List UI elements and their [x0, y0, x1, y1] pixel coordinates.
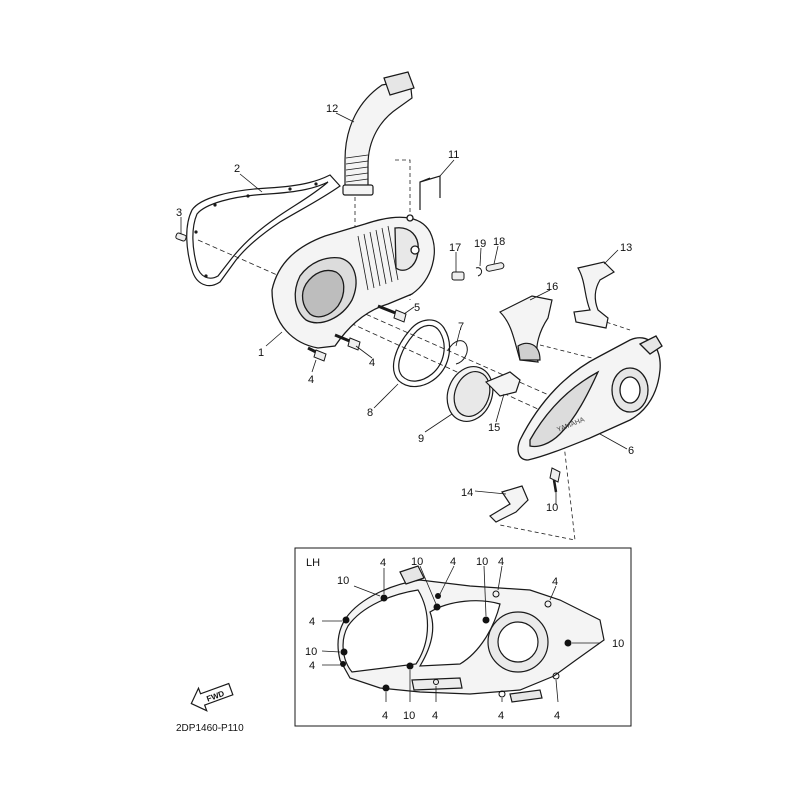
callout-17: 17 — [449, 242, 461, 254]
callout-14: 14 — [461, 487, 473, 499]
callout-6: 6 — [628, 445, 634, 457]
svg-text:10: 10 — [403, 710, 415, 722]
svg-text:4: 4 — [450, 556, 456, 568]
svg-text:10: 10 — [411, 556, 423, 568]
diagram-code: 2DP1460-P110 — [176, 723, 244, 734]
svg-text:4: 4 — [309, 616, 315, 628]
outer-cover-part-6: YAMAHA — [517, 335, 663, 461]
crankcase-cover-part-1 — [271, 214, 435, 349]
svg-text:4: 4 — [382, 710, 388, 722]
callout-4: 4 — [308, 374, 314, 386]
svg-text:10: 10 — [337, 575, 349, 587]
svg-text:10: 10 — [476, 556, 488, 568]
inset-callouts: 10 4 10 4 10 4 4 4 10 4 10 4 10 4 4 4 — [305, 556, 624, 722]
gasket-part-2 — [186, 174, 341, 287]
svg-text:4: 4 — [498, 556, 504, 568]
plate-part-7 — [447, 340, 468, 365]
dowel-pin-part-3 — [175, 232, 187, 242]
inset-label: LH — [306, 557, 320, 569]
callout-7: 7 — [458, 321, 464, 333]
callout-4: 4 — [369, 357, 375, 369]
guard-part-13 — [573, 261, 615, 329]
callout-5: 5 — [414, 302, 420, 314]
fitting-part-17 — [451, 271, 465, 281]
guard-part-15 — [484, 371, 521, 397]
inset-leader-lines — [321, 565, 600, 703]
bolt-part-4-upper — [334, 333, 361, 351]
seal-part-8 — [393, 319, 451, 388]
callout-15: 15 — [488, 422, 500, 434]
svg-text:4: 4 — [432, 710, 438, 722]
callout-labels: 12 2 3 1 4 4 5 7 8 9 11 17 19 18 13 16 1… — [176, 103, 634, 514]
svg-text:4: 4 — [380, 557, 386, 569]
guard-part-14 — [489, 485, 529, 523]
cover-plate-part-9 — [446, 366, 494, 422]
callout-11: 11 — [448, 149, 459, 161]
callout-16: 16 — [546, 281, 558, 293]
callout-19: 19 — [474, 238, 486, 250]
bolt-locations — [340, 593, 572, 692]
svg-text:10: 10 — [305, 646, 317, 658]
svg-text:10: 10 — [612, 638, 624, 650]
callout-2: 2 — [234, 163, 240, 175]
callout-9: 9 — [418, 433, 424, 445]
clip-part-19 — [475, 267, 483, 277]
callout-8: 8 — [367, 407, 373, 419]
callout-18: 18 — [493, 236, 505, 248]
callout-13: 13 — [620, 242, 632, 254]
fwd-arrow-icon: FWD — [190, 682, 234, 712]
svg-text:4: 4 — [309, 660, 315, 672]
callout-10: 10 — [546, 502, 558, 514]
svg-text:4: 4 — [554, 710, 560, 722]
bolt-part-4-lower — [307, 346, 327, 362]
callout-12: 12 — [326, 103, 338, 115]
callout-3: 3 — [176, 207, 182, 219]
svg-text:4: 4 — [498, 710, 504, 722]
lh-inset-panel: LH — [294, 547, 632, 727]
intake-duct-part-12 — [342, 71, 415, 196]
callout-1: 1 — [258, 347, 264, 359]
leader-lines — [180, 112, 628, 505]
hose-part-18 — [485, 262, 505, 272]
svg-text:4: 4 — [552, 576, 558, 588]
guard-part-16 — [498, 295, 553, 363]
bolt-part-5 — [377, 304, 407, 323]
bracket-part-11 — [419, 175, 441, 210]
screw-part-10 — [549, 467, 561, 493]
